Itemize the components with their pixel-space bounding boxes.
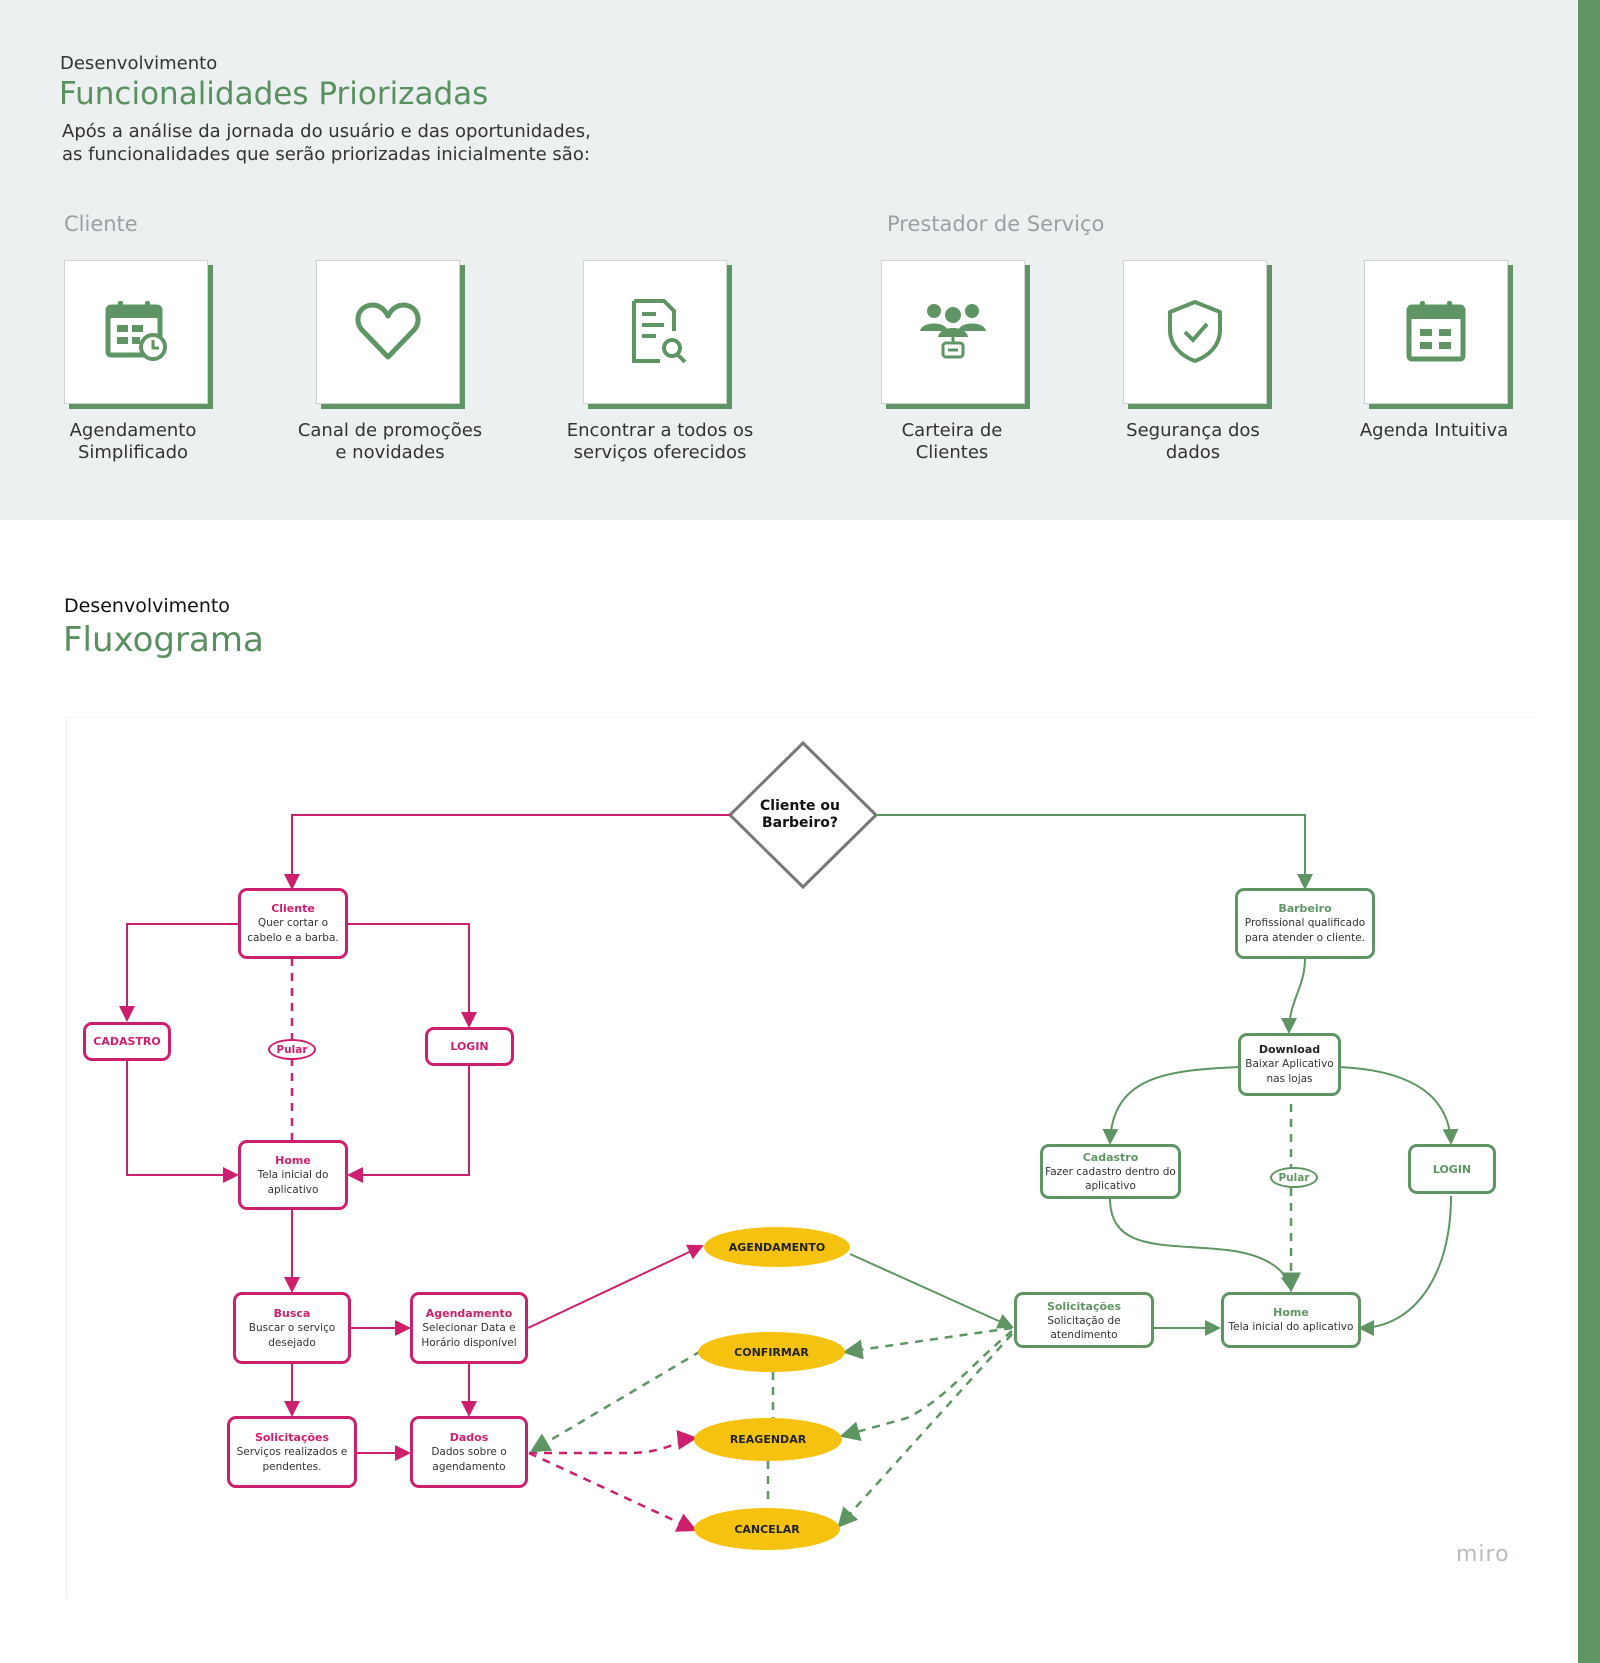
shield-check-icon: [1168, 300, 1222, 363]
node-agendamento: Agendamento Selecionar Data e Horário di…: [410, 1292, 528, 1364]
pular-label: Pular: [268, 1039, 316, 1060]
feature-label: Agenda Intuitiva: [1359, 420, 1509, 441]
feature-card-seguranca: [1123, 260, 1267, 404]
node-body: Tela inicial do aplicativo: [1228, 1321, 1354, 1333]
node-body: Tela inicial do aplicativo: [257, 1168, 329, 1196]
feature-card-agendamento: [64, 260, 208, 404]
miro-watermark: miro: [1456, 1542, 1510, 1567]
feature-label: Canal de promoções e novidades: [297, 420, 483, 463]
oval-agendamento: AGENDAMENTO: [704, 1227, 850, 1267]
node-body: Selecionar Data e Horário disponível: [421, 1321, 517, 1349]
intro-text: Após a análise da jornada do usuário e d…: [62, 121, 591, 165]
node-title: Cliente: [271, 902, 315, 915]
node-download: Download Baixar Aplicativo nas lojas: [1238, 1033, 1341, 1096]
node-title: Cadastro: [1082, 1151, 1139, 1164]
node-solicitacoes-cliente: Solicitações Serviços realizados e pende…: [227, 1416, 357, 1488]
section-eyebrow: Desenvolvimento: [64, 595, 230, 617]
node-busca: Busca Buscar o serviço desejado: [233, 1292, 351, 1364]
node-body: Dados sobre o agendamento: [431, 1445, 507, 1473]
pular-label: Pular: [1270, 1167, 1318, 1188]
node-body: Buscar o serviço desejado: [248, 1321, 336, 1349]
node-title: Home: [1273, 1306, 1309, 1319]
node-title: Download: [1258, 1043, 1321, 1056]
node-body: Solicitação de atendimento: [1047, 1314, 1121, 1341]
feature-label: Encontrar a todos os serviços oferecidos: [566, 420, 754, 463]
node-title: Solicitações: [1046, 1299, 1122, 1313]
node-title: Agendamento: [425, 1306, 513, 1320]
calendar-clock-icon: [105, 301, 167, 361]
node-cadastro-barbeiro: Cadastro Fazer cadastro dentro do aplica…: [1040, 1144, 1181, 1199]
oval-cancelar: CANCELAR: [694, 1508, 840, 1550]
decision-label: Cliente ou Barbeiro?: [760, 798, 840, 831]
node-title: Solicitações: [254, 1430, 330, 1444]
feature-label: Segurança dos dados: [1126, 420, 1260, 463]
node-dados: Dados Dados sobre o agendamento: [410, 1416, 528, 1488]
feature-card-carteira: [881, 260, 1025, 404]
feature-card-promocoes: [316, 260, 460, 404]
node-login-barbeiro: LOGIN: [1408, 1144, 1496, 1194]
people-icon: [920, 304, 986, 359]
node-barbeiro: Barbeiro Profissional qualificado para a…: [1235, 888, 1375, 959]
calendar-icon: [1406, 301, 1466, 362]
section-eyebrow: Desenvolvimento: [60, 53, 218, 74]
right-accent-bar: [1578, 0, 1600, 1663]
feature-card-servicos: [583, 260, 727, 404]
feature-card-agenda: [1364, 260, 1508, 404]
group-label-prestador: Prestador de Serviço: [887, 212, 1105, 236]
node-body: Fazer cadastro dentro do aplicativo: [1045, 1166, 1176, 1192]
group-label-cliente: Cliente: [64, 212, 138, 236]
node-body: Baixar Aplicativo nas lojas: [1245, 1058, 1334, 1085]
oval-reagendar: REAGENDAR: [694, 1418, 842, 1461]
node-title: Home: [275, 1153, 311, 1167]
node-title: Barbeiro: [1278, 902, 1332, 915]
node-cliente: Cliente Quer cortar o cabelo e a barba.: [238, 888, 348, 959]
feature-label: Agendamento Simplificado: [69, 420, 197, 463]
node-home-barbeiro: Home Tela inicial do aplicativo: [1221, 1292, 1361, 1348]
flowchart-connectors: [119, 740, 1459, 1532]
node-title: Busca: [273, 1306, 311, 1320]
section-title: Fluxograma: [63, 620, 264, 660]
node-login: LOGIN: [425, 1027, 514, 1066]
node-body: Quer cortar o cabelo e a barba.: [247, 917, 339, 944]
decision-diamond: [727, 740, 879, 890]
node-body: Profissional qualificado para atender o …: [1244, 917, 1366, 944]
page-title: Funcionalidades Priorizadas: [59, 76, 489, 112]
feature-label: Carteira de Clientes: [901, 420, 1003, 463]
node-cadastro: CADASTRO: [83, 1022, 171, 1061]
node-home: Home Tela inicial do aplicativo: [238, 1140, 348, 1210]
oval-confirmar: CONFIRMAR: [698, 1332, 845, 1372]
node-body: Serviços realizados e pendentes.: [236, 1445, 348, 1473]
node-title: Dados: [449, 1430, 489, 1444]
flowchart: Cliente ou Barbeiro? Cliente Quer cortar…: [66, 717, 1537, 1598]
node-solicitacoes-barbeiro: Solicitações Solicitação de atendimento: [1014, 1292, 1154, 1348]
heart-icon: [355, 302, 421, 360]
features-section: [0, 0, 1578, 520]
document-search-icon: [632, 299, 687, 364]
